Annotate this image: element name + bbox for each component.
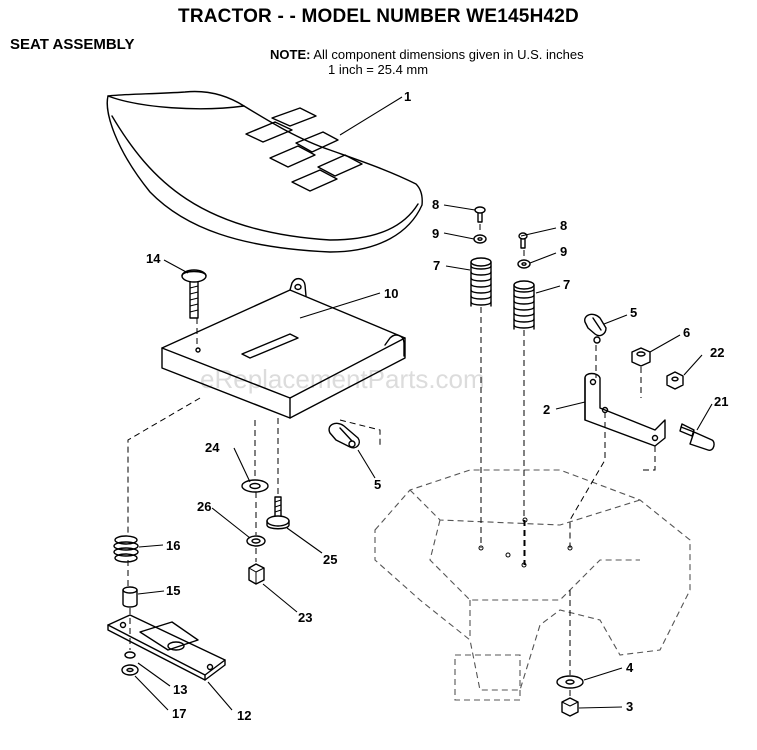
tractor-frame-outline	[374, 469, 691, 701]
callout-24: 24	[205, 440, 220, 455]
leader-lines	[134, 96, 713, 711]
nut-17-part[interactable]	[121, 664, 139, 676]
note-label: NOTE:	[270, 47, 311, 62]
hex-bolt-3-part[interactable]	[561, 697, 579, 717]
callout-15: 15	[166, 583, 180, 598]
callout-4: 4	[626, 660, 634, 675]
dimension-note: NOTE: All component dimensions given in …	[270, 47, 584, 77]
callout-5-right: 5	[630, 305, 637, 320]
screw-8-left-part[interactable]	[474, 206, 486, 223]
washer-13-part[interactable]	[124, 651, 136, 659]
callout-25: 25	[323, 552, 337, 567]
callout-10: 10	[384, 286, 398, 301]
callout-16: 16	[166, 538, 180, 553]
washer-24-part[interactable]	[241, 479, 269, 493]
adjust-plate-12-part[interactable]	[107, 614, 226, 681]
nut-22-part[interactable]	[666, 371, 684, 390]
callout-17: 17	[172, 706, 186, 721]
callout-8-left: 8	[432, 197, 439, 212]
washer-9-right-part[interactable]	[517, 259, 531, 269]
seat-clip-left-part[interactable]	[328, 422, 360, 449]
note-line-2: 1 inch = 25.4 mm	[328, 62, 429, 77]
lockwasher-26-part[interactable]	[246, 535, 266, 547]
watermark: eReplacementParts.com	[200, 364, 485, 394]
spring-7-left-part[interactable]	[470, 257, 492, 307]
washer-9-left-part[interactable]	[473, 234, 487, 244]
callout-1: 1	[404, 89, 411, 104]
nut-6-part[interactable]	[631, 347, 651, 367]
callout-2: 2	[543, 402, 550, 417]
callout-13: 13	[173, 682, 187, 697]
section-title: SEAT ASSEMBLY	[10, 36, 135, 53]
spacer-15-part[interactable]	[122, 586, 138, 608]
callout-7-left: 7	[433, 258, 440, 273]
callout-14: 14	[146, 251, 161, 266]
spring-7-right-part[interactable]	[513, 280, 535, 330]
callout-21: 21	[714, 394, 728, 409]
seat-part[interactable]	[106, 90, 423, 253]
callout-5-left: 5	[374, 477, 381, 492]
note-line-1: All component dimensions given in U.S. i…	[313, 47, 584, 62]
callout-3: 3	[626, 699, 633, 714]
screw-8-right-part[interactable]	[518, 232, 528, 249]
seat-clip-right-part[interactable]	[584, 313, 607, 344]
callout-9-left: 9	[432, 226, 439, 241]
page-title: TRACTOR - - MODEL NUMBER WE145H42D	[178, 6, 579, 27]
callout-26: 26	[197, 499, 211, 514]
bracket-2-part[interactable]	[584, 372, 666, 447]
frame-holes	[478, 517, 573, 568]
seat-pan-part[interactable]	[161, 278, 406, 419]
callout-9-right: 9	[560, 244, 567, 259]
callout-23: 23	[298, 610, 312, 625]
callout-7-right: 7	[563, 277, 570, 292]
washer-4-part[interactable]	[556, 675, 584, 689]
callout-8-right: 8	[560, 218, 567, 233]
hex-nut-23-part[interactable]	[248, 563, 265, 585]
assembly-lines	[127, 224, 656, 698]
carriage-bolt-part[interactable]	[181, 269, 207, 319]
bolt-25-part[interactable]	[266, 496, 290, 530]
spring-16-part[interactable]	[113, 535, 139, 563]
callout-6: 6	[683, 325, 690, 340]
callout-22: 22	[710, 345, 724, 360]
callout-12: 12	[237, 708, 251, 723]
knob-21-part[interactable]	[679, 423, 715, 451]
